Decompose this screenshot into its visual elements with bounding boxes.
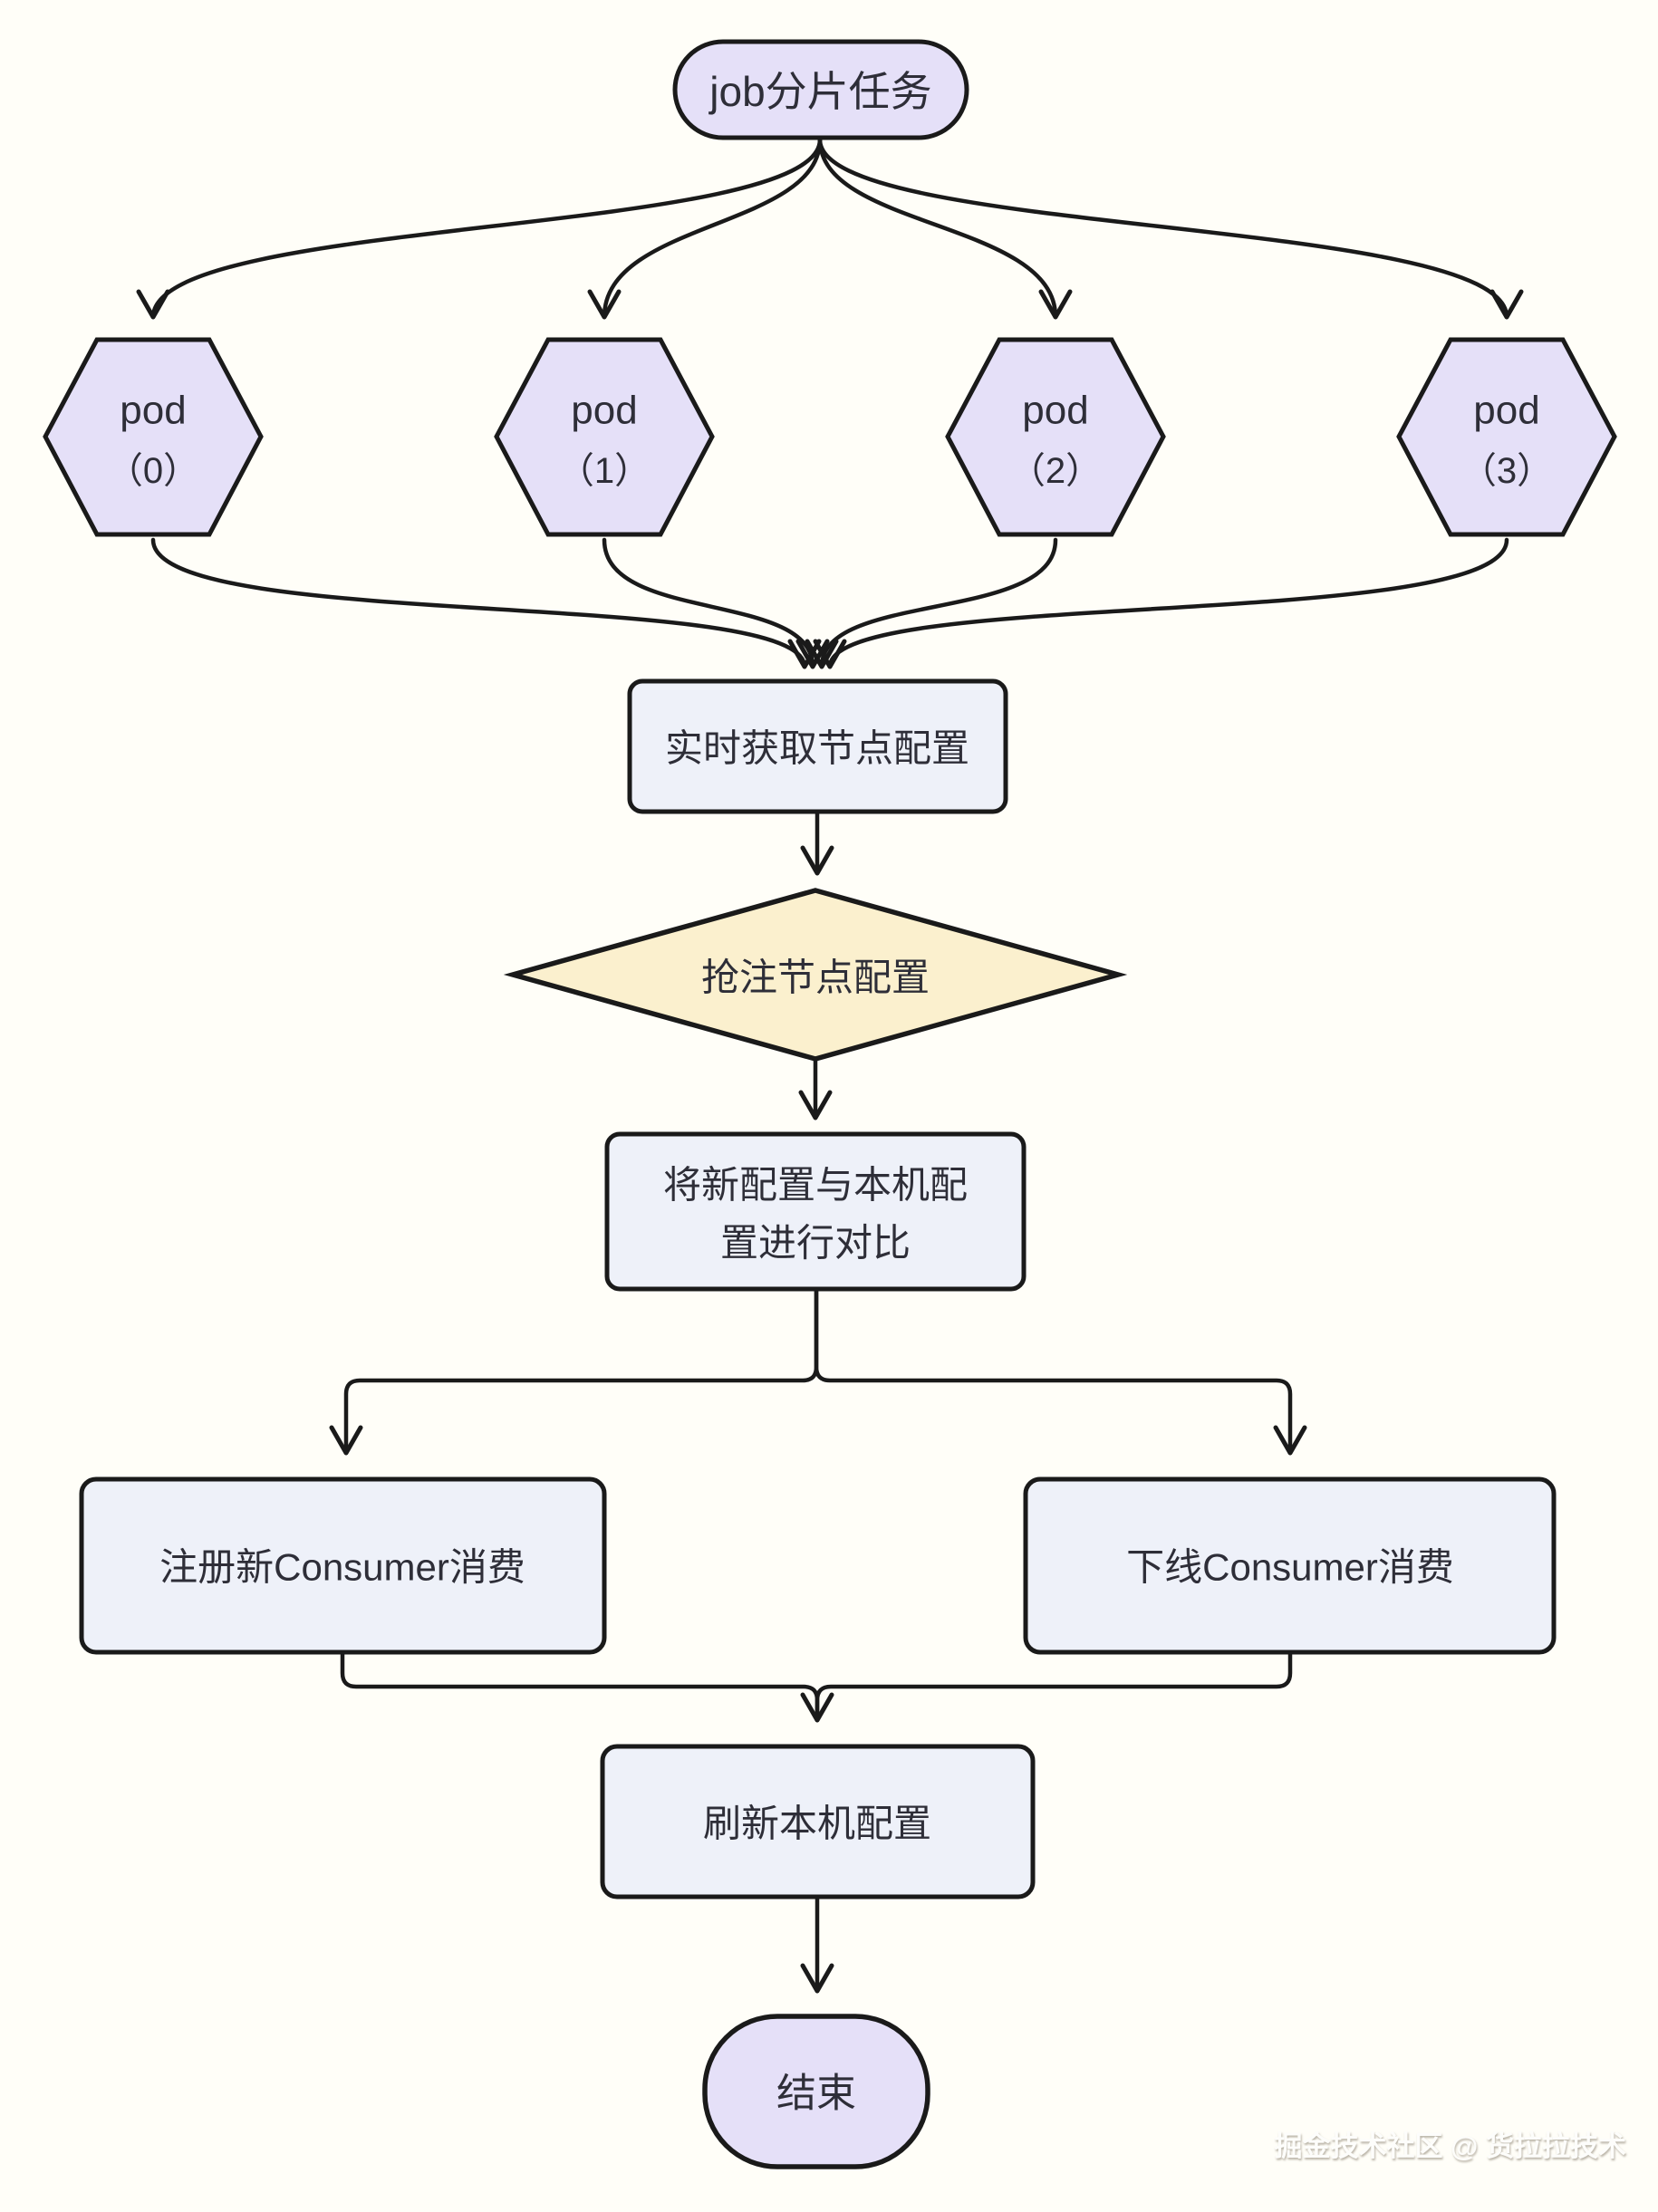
edge-compare-register	[329, 1286, 819, 1456]
pod0-index: （0）	[107, 451, 199, 491]
compare-label-line2: 置进行对比	[720, 1222, 911, 1265]
edge-start-pod1	[587, 137, 823, 320]
compare-shape	[604, 1131, 1027, 1292]
compare-label-line1: 将新配置与本机配	[663, 1164, 968, 1207]
pod1-index: （1）	[558, 451, 651, 491]
end-label: 结束	[776, 2072, 856, 2116]
pod3-label: pod	[1473, 389, 1539, 433]
node-pod-2: pod （2）	[945, 337, 1166, 537]
watermark-text: 掘金技术社区 @ 货拉拉技术	[1275, 2130, 1626, 2162]
node-register-consumer: 注册新Consumer消费	[79, 1476, 607, 1655]
pod2-label: pod	[1022, 389, 1088, 433]
edges	[136, 137, 1524, 1994]
edge-pod2-fetch	[805, 537, 1058, 669]
edge-pod1-fetch	[602, 537, 830, 669]
fetch-label: 实时获取节点配置	[665, 727, 969, 770]
node-start: job分片任务	[672, 39, 969, 140]
edge-start-pod0	[136, 137, 823, 320]
start-shape	[672, 39, 969, 140]
edge-compare-offline	[814, 1286, 1307, 1456]
refresh-label: 刷新本机配置	[703, 1803, 931, 1845]
register-label: 注册新Consumer消费	[159, 1546, 525, 1589]
pod1-label: pod	[571, 389, 637, 433]
pod3-index: （3）	[1460, 451, 1553, 491]
node-decision: 抢注节点配置	[503, 888, 1128, 1062]
decision-label: 抢注节点配置	[701, 957, 930, 999]
fetch-shape	[627, 678, 1008, 814]
decision-shape	[503, 888, 1128, 1062]
edge-pod3-fetch	[813, 537, 1509, 669]
edge-register-refresh	[340, 1649, 834, 1723]
node-compare: 将新配置与本机配 置进行对比	[604, 1131, 1027, 1292]
end-shape	[702, 2014, 930, 2169]
pod0-shape	[43, 337, 264, 537]
pod1-shape	[494, 337, 715, 537]
node-pod-1: pod （1）	[494, 337, 715, 537]
node-pod-0: pod （0）	[43, 337, 264, 537]
node-end: 结束	[702, 2014, 930, 2169]
offline-label: 下线Consumer消费	[1126, 1546, 1454, 1589]
node-offline-consumer: 下线Consumer消费	[1023, 1476, 1557, 1655]
refresh-shape	[600, 1744, 1036, 1899]
node-fetch-config: 实时获取节点配置	[627, 678, 1008, 814]
edge-offline-refresh	[815, 1649, 1293, 1719]
edge-start-pod2	[817, 137, 1073, 320]
pod2-shape	[945, 337, 1166, 537]
offline-shape	[1023, 1476, 1557, 1655]
node-refresh: 刷新本机配置	[600, 1744, 1036, 1899]
edge-start-pod3	[817, 137, 1524, 320]
pod3-shape	[1396, 337, 1617, 537]
register-shape	[79, 1476, 607, 1655]
start-label: job分片任务	[708, 68, 931, 115]
node-pod-3: pod （3）	[1396, 337, 1617, 537]
edge-pod0-fetch	[150, 537, 822, 669]
pod2-index: （2）	[1009, 451, 1102, 491]
pod0-label: pod	[120, 389, 186, 433]
